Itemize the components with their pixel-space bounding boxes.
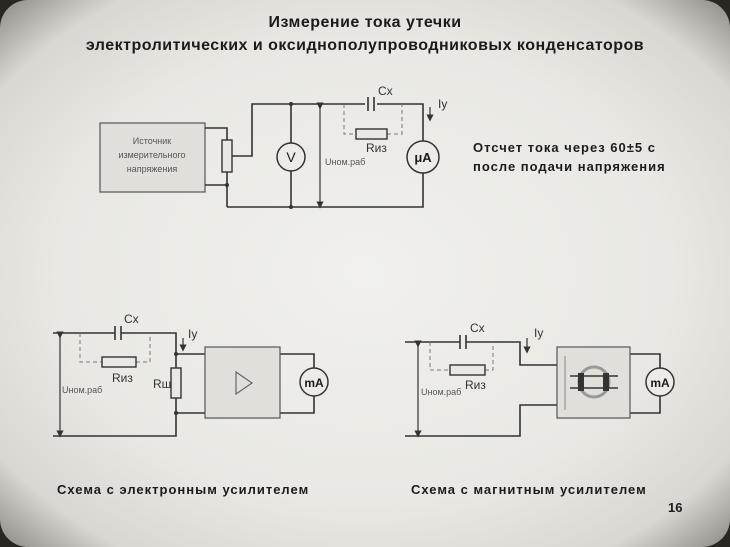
caption-magnetic: Схема с магнитным усилителем [411, 482, 647, 497]
wires [205, 103, 424, 208]
insulation-resistor [355, 128, 388, 140]
milliammeter-label: mA [304, 376, 324, 390]
resistor-label: Rиз [112, 371, 133, 385]
source-label-1: Источник [133, 136, 171, 146]
capacitor-label: Cx [470, 321, 485, 335]
capacitor-cx [367, 97, 375, 111]
caption-electronic: Схема с электронным усилителем [57, 482, 309, 497]
milliammeter [645, 367, 675, 397]
measuring-source-box [99, 122, 206, 193]
current-label: Iу [438, 97, 447, 111]
top-circuit: Источник измерительного напряжения V Uно… [99, 84, 447, 209]
note-line-1: Отсчет тока через 60±5 с [473, 140, 656, 155]
note-line-2: после подачи напряжения [473, 159, 666, 174]
leakage-dashed-path [343, 104, 403, 135]
amplifier-triangle-icon [235, 370, 254, 396]
microammeter-label: μA [414, 150, 432, 165]
voltage-label: Uном.раб [62, 385, 102, 395]
capacitor-label: Cx [378, 84, 393, 98]
microammeter [406, 140, 440, 174]
milliammeter [299, 367, 329, 397]
winding-left-icon [578, 373, 584, 391]
winding-right-icon [603, 373, 609, 391]
milliammeter-label: mA [650, 376, 670, 390]
voltage-label: Uном.раб [421, 387, 461, 397]
source-label-3: напряжения [127, 164, 178, 174]
electronic-amplifier [204, 346, 281, 419]
current-label: Iу [534, 326, 543, 340]
title-line-2: электролитических и оксиднополупроводник… [86, 37, 644, 54]
voltage-label: Uном.раб [325, 157, 365, 167]
page-number: 16 [668, 500, 682, 515]
source-label-2: измерительного [118, 150, 185, 160]
insulation-resistor [101, 356, 137, 368]
capacitor-cx [114, 326, 122, 340]
resistor-label: Rиз [465, 378, 486, 392]
resistor-label: Rиз [366, 141, 387, 155]
magnetic-amplifier-circuit: Cx Rиз Uном.раб Iу mA [405, 321, 675, 438]
voltmeter [276, 142, 306, 172]
shunt-label: Rш [153, 377, 171, 391]
potentiometer [221, 139, 233, 173]
voltmeter-label: V [286, 149, 296, 165]
shunt-resistor [170, 367, 182, 399]
capacitor-cx [459, 335, 467, 349]
capacitor-label: Cx [124, 312, 139, 326]
electronic-amplifier-circuit: Cx Rиз Uном.раб Iу Rш mA [53, 312, 329, 438]
magnetic-amplifier [556, 346, 631, 419]
title-line-1: Измерение тока утечки [268, 14, 461, 31]
insulation-resistor [449, 364, 486, 376]
current-label: Iу [188, 327, 197, 341]
